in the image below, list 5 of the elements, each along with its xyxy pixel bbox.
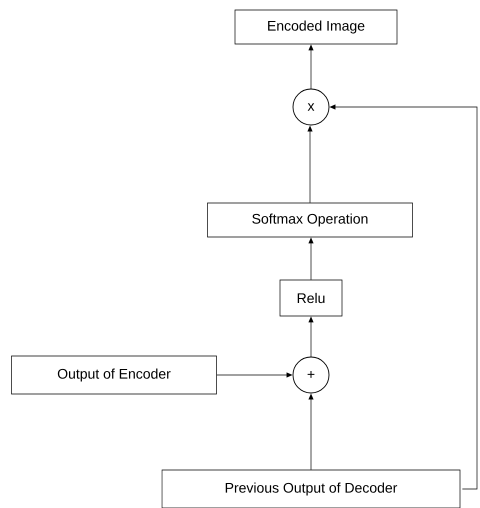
process-box: Encoded Image — [234, 10, 398, 44]
process-box: Softmax Operation — [207, 202, 413, 238]
process-box: Relu — [280, 280, 342, 316]
process-box: Output of Encoder — [11, 356, 217, 394]
process-box: Previous Output of Decoder — [162, 470, 460, 508]
